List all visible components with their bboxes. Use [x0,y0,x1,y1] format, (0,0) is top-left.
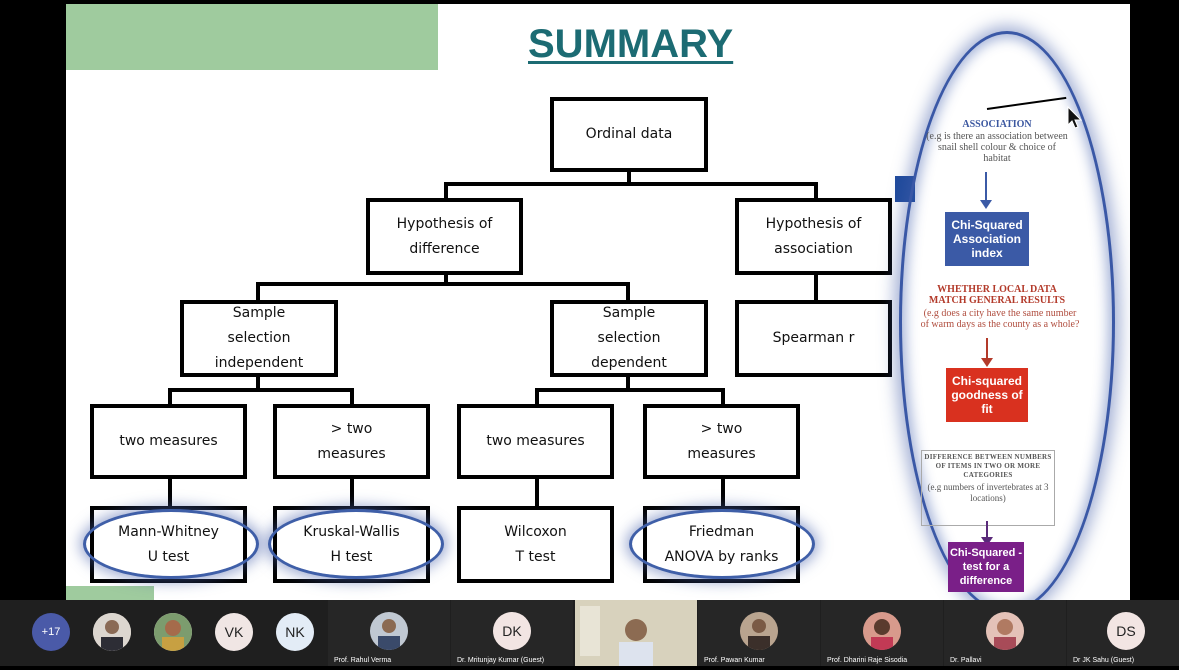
participant-name: Dr JK Sahu (Guest) [1073,657,1135,664]
participant-avatar-photo[interactable] [154,613,192,651]
participant-photo [740,612,778,650]
association-heading: ASSOCIATION [962,119,1032,130]
node-two-measures-independent: two measures [90,404,247,479]
node-hypothesis-difference: Hypothesis of difference [366,198,523,275]
local-data-heading: WHETHER LOCAL DATA MATCH GENERAL RESULTS [928,284,1066,306]
chi-squared-goodness-box: Chi-squared goodness of fit [946,368,1028,422]
arrow-down-icon [981,521,993,546]
participant-tile[interactable]: Dr. Pallavi [944,600,1066,666]
blue-marker-square [895,176,915,202]
chi-squared-association-box: Chi-Squared Association index [945,212,1029,266]
node-wilcoxon: Wilcoxon T test [457,506,614,583]
participant-name: Dr. Mritunjay Kumar (Guest) [457,657,545,664]
participant-name: Prof. Rahul Verma [334,657,392,664]
chi-squared-difference-box: Chi-Squared - test for a difference [948,542,1024,592]
participant-initials-avatar: DS [1107,612,1145,650]
participant-tile[interactable]: Prof. Rahul Verma [328,600,450,666]
mouse-pointer-icon [1067,106,1083,129]
node-gt-two-measures-dependent: > two measures [643,404,800,479]
participant-photo [370,612,408,650]
local-data-description: (e.g does a city have the same number of… [920,308,1080,330]
slide-green-corner [66,586,154,600]
more-participants-button[interactable]: +17 [32,613,70,651]
annotation-circle-mann [86,512,256,576]
difference-description-box: DIFFERENCE BETWEEN NUMBERS OF ITEMS IN T… [921,450,1055,526]
participant-video-tile[interactable] [575,600,697,666]
participant-tile[interactable]: DS Dr JK Sahu (Guest) [1067,600,1179,666]
association-description: (e.g is there an association between sna… [926,131,1068,164]
participant-name: Prof. Dharini Raje Sisodia [827,657,908,664]
node-hypothesis-association: Hypothesis of association [735,198,892,275]
participant-tile[interactable]: DK Dr. Mritunjay Kumar (Guest) [451,600,573,666]
node-sample-independent: Sample selection independent [180,300,338,377]
participant-initials-avatar: DK [493,612,531,650]
participant-avatar-vk[interactable]: VK [215,613,253,651]
annotation-circle-kruskal [271,512,441,576]
participant-tile[interactable]: Prof. Dharini Raje Sisodia [821,600,943,666]
node-spearman: Spearman r [735,300,892,377]
participant-avatar-photo[interactable] [93,613,131,651]
participant-photo [986,612,1024,650]
participant-video [575,600,697,666]
arrow-down-icon [980,172,992,209]
slide-title: SUMMARY [528,22,734,66]
annotation-circle-friedman [632,512,812,576]
participant-strip: +17 VK NK Prof. Rahul Verma DK Dr. Mritu… [0,600,1179,666]
participant-avatar-nk[interactable]: NK [276,613,314,651]
presentation-slide: SUMMARY Ordinal data Hypothesis of diffe… [66,4,1130,600]
node-gt-two-measures-independent: > two measures [273,404,430,479]
node-two-measures-dependent: two measures [457,404,614,479]
participant-name: Prof. Pawan Kumar [704,657,765,664]
difference-description: (e.g numbers of invertebrates at 3 locat… [927,482,1049,503]
participant-photo [863,612,901,650]
node-kruskal-wallis: Kruskal-Wallis H test [273,506,430,583]
participant-name: Dr. Pallavi [950,657,982,664]
node-ordinal-data: Ordinal data [550,97,708,172]
node-mann-whitney: Mann-Whitney U test [90,506,247,583]
slide-green-band [66,4,438,70]
node-friedman: Friedman ANOVA by ranks [643,506,800,583]
difference-heading: DIFFERENCE BETWEEN NUMBERS OF ITEMS IN T… [924,453,1052,479]
participant-tile[interactable]: Prof. Pawan Kumar [698,600,820,666]
arrow-down-icon [981,338,993,367]
node-sample-dependent: Sample selection dependent [550,300,708,377]
